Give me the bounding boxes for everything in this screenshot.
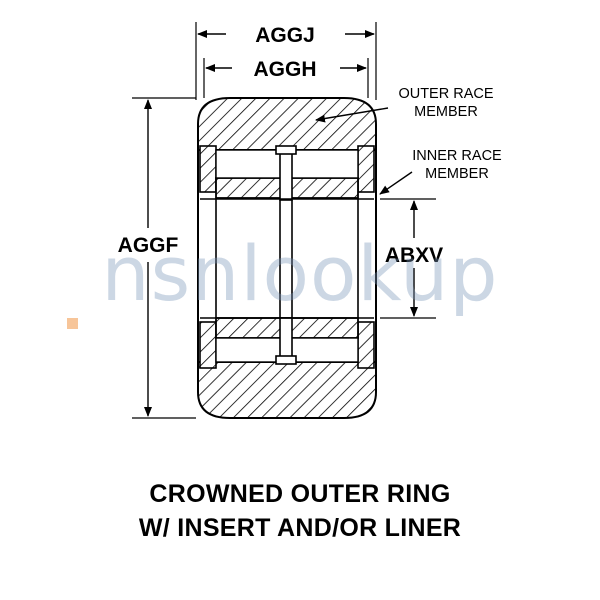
outer-race-label-1: OUTER RACE <box>398 86 493 102</box>
outer-race-label-2: MEMBER <box>414 104 478 120</box>
center-pin <box>275 145 297 365</box>
extension-lines <box>132 22 436 419</box>
inner-race-label-2: MEMBER <box>425 166 489 182</box>
caption-line-2: W/ INSERT AND/OR LINER <box>138 514 462 542</box>
inner-race-callout: INNER RACE MEMBER <box>379 148 502 195</box>
inner-race-label-1: INNER RACE <box>412 148 502 164</box>
aggj-dimension: AGGJ <box>197 24 375 47</box>
outer-race-callout: OUTER RACE MEMBER <box>315 86 494 123</box>
caption-line-1: CROWNED OUTER RING <box>149 480 451 508</box>
outer-race-top <box>197 97 377 151</box>
aggj-label: AGGJ <box>255 24 315 47</box>
outer-race-bottom <box>197 361 377 419</box>
aggh-label: AGGH <box>254 58 317 81</box>
aggf-dimension: AGGF <box>118 99 179 417</box>
aggf-label: AGGF <box>118 234 179 257</box>
aggh-dimension: AGGH <box>205 58 367 81</box>
watermark-dot <box>67 318 78 329</box>
abxv-dimension: ABXV <box>385 200 443 317</box>
abxv-label: ABXV <box>385 244 443 267</box>
